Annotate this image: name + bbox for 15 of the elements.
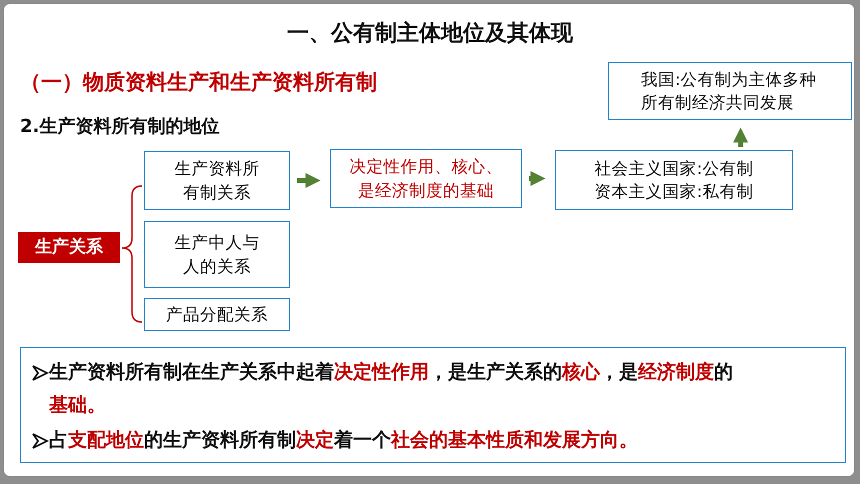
text-box: 生产中人与人的关系 [144, 221, 290, 288]
text-box: 决定性作用、核心、是经济制度的基础 [330, 149, 522, 208]
bullet-text: 占支配地位的生产资料所有制决定着一个社会的基本性质和发展方向。 [49, 428, 638, 453]
slide-title: 一、公有制主体地位及其体现 [286, 20, 574, 48]
subheading: 2.生产资料所有制的地位 [20, 115, 220, 138]
text-box: 社会主义国家:公有制资本主义国家:私有制 [555, 150, 793, 210]
text-box: 我国:公有制为主体多种所有制经济共同发展 [608, 62, 852, 120]
text-box: 产品分配关系 [144, 298, 290, 331]
arrow [297, 173, 320, 188]
bullet-text: 生产资料所有制在生产关系中起着决定性作用，是生产关系的核心，是经济制度的基础。 [49, 360, 734, 418]
label-tag: 生产关系 [18, 232, 120, 263]
arrow [733, 128, 748, 147]
arrow [529, 171, 546, 186]
text-box: 生产资料所有制关系 [144, 151, 290, 210]
section-heading: （一）物质资料生产和生产资料所有制 [20, 69, 377, 96]
